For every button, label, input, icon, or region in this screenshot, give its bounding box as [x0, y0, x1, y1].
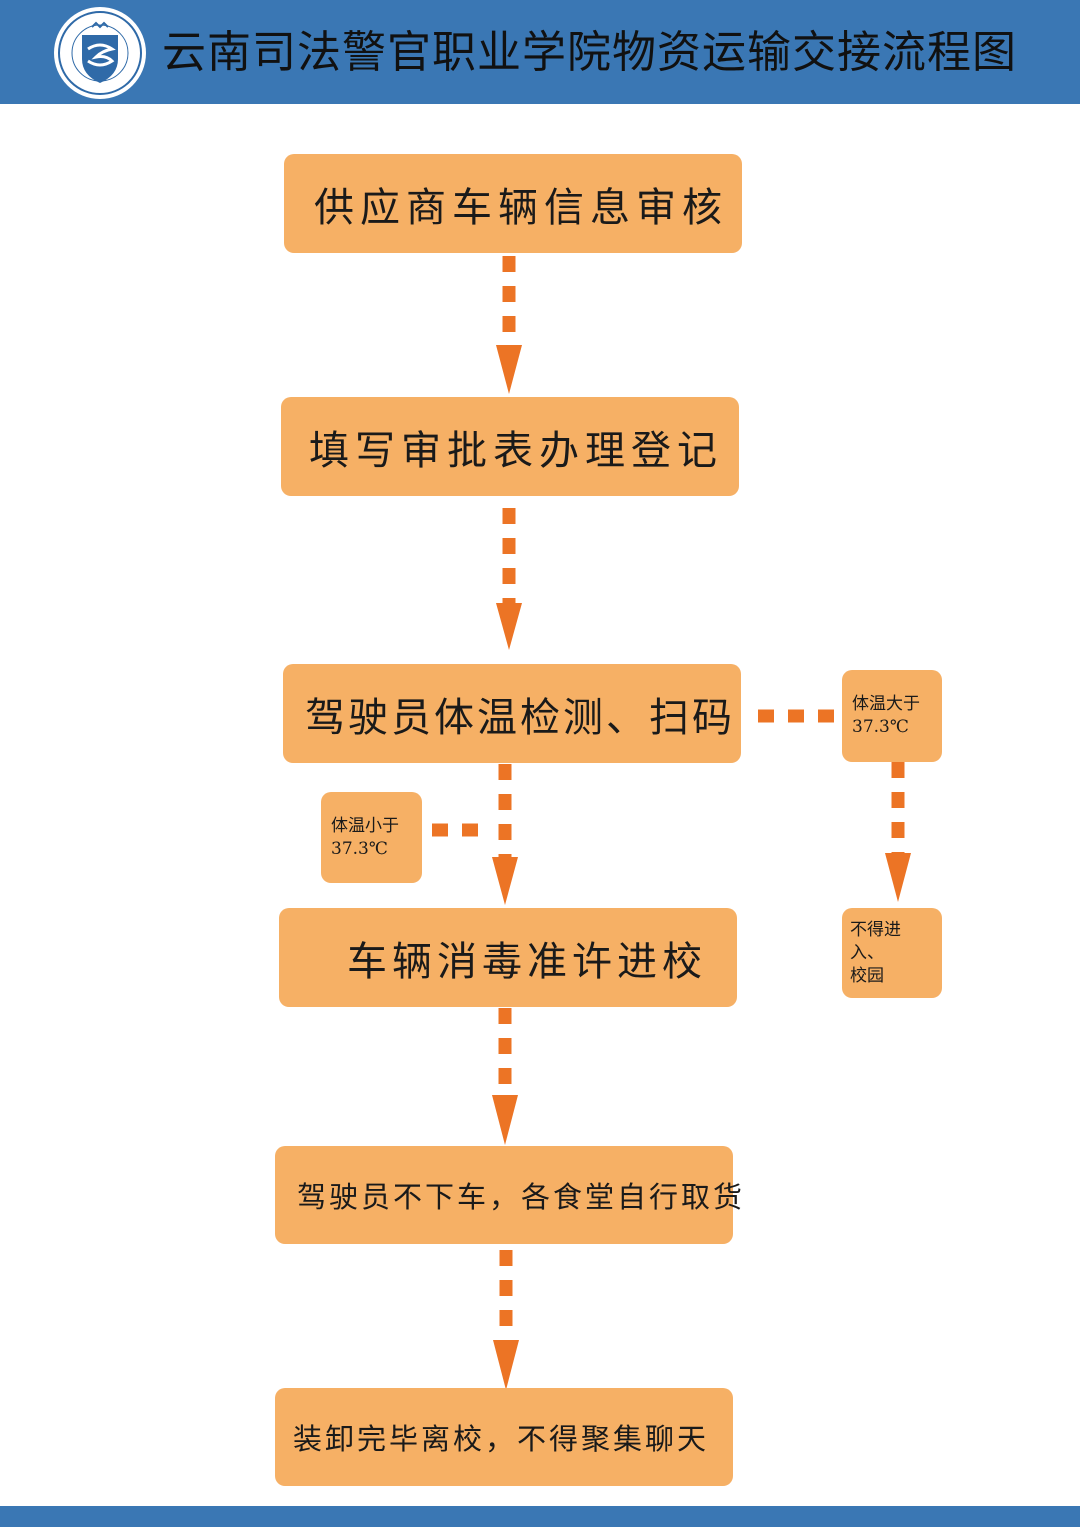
step-driver-temperature-check: 驾驶员体温检测、扫码 — [283, 664, 741, 763]
step-label: 装卸完毕离校，不得聚集聊天 — [293, 1422, 710, 1456]
step-label: 车辆消毒准许进校 — [347, 938, 707, 985]
arrowhead-5 — [493, 1340, 519, 1390]
branch-label-line1: 不得进入、 — [850, 919, 901, 963]
step-label: 驾驶员不下车，各食堂自行取货 — [297, 1180, 746, 1214]
footer-bar — [0, 1506, 1080, 1527]
step-label: 供应商车辆信息审核 — [314, 184, 728, 231]
branch-temperature-below: 体温小于 37.3℃ — [321, 792, 422, 883]
step-fill-approval-form: 填写审批表办理登记 — [281, 397, 739, 496]
arrowhead-4 — [492, 1095, 518, 1145]
arrowhead-3 — [492, 857, 518, 905]
step-canteen-pickup: 驾驶员不下车，各食堂自行取货 — [275, 1146, 742, 1244]
step-supplier-vehicle-review: 供应商车辆信息审核 — [284, 154, 742, 253]
branch-label-line2: 校园 — [850, 965, 884, 986]
step-label: 驾驶员体温检测、扫码 — [305, 694, 735, 741]
branch-label-line1: 体温小于 — [331, 815, 399, 836]
header-bar: 云南司法警官职业学院物资运输交接流程图 — [0, 0, 1080, 104]
branch-temperature-above: 体温大于 37.3℃ — [842, 670, 942, 762]
branch-label-line2: 37.3℃ — [852, 717, 909, 737]
branch-label-line1: 体温大于 — [852, 694, 920, 714]
arrowhead-2 — [496, 603, 522, 650]
branch-label-line2: 37.3℃ — [331, 838, 388, 859]
step-vehicle-disinfection: 车辆消毒准许进校 — [279, 908, 737, 1007]
arrowhead-deny — [885, 853, 911, 902]
page-title: 云南司法警官职业学院物资运输交接流程图 — [162, 27, 1017, 78]
step-unload-and-leave: 装卸完毕离校，不得聚集聊天 — [275, 1388, 733, 1486]
step-label: 填写审批表办理登记 — [309, 427, 723, 474]
arrowhead-1 — [496, 345, 522, 394]
college-logo-icon — [54, 7, 146, 99]
branch-entry-denied: 不得进入、 校园 — [842, 908, 942, 998]
